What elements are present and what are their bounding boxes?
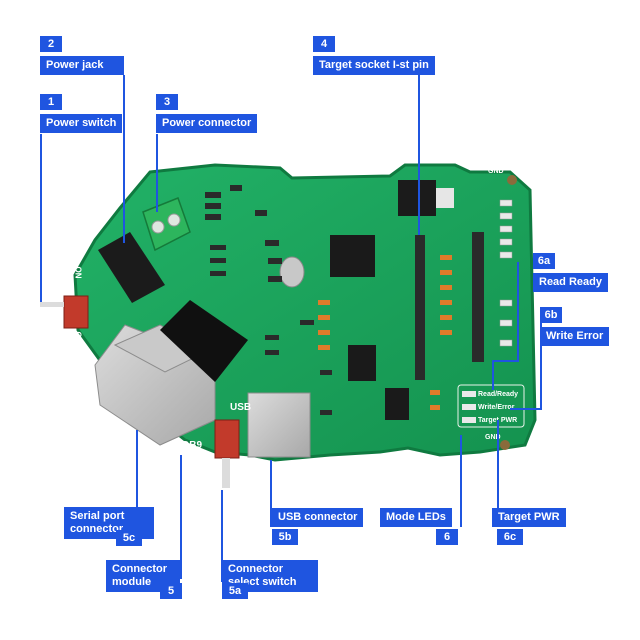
leader-6b-v xyxy=(540,318,542,410)
callout-2-number: 2 xyxy=(40,36,62,52)
mcu-chip xyxy=(330,235,375,277)
power-switch-body xyxy=(40,295,89,329)
db9-connector-body xyxy=(94,324,216,446)
led-column xyxy=(499,199,513,347)
mode-chip xyxy=(385,388,409,420)
target-socket-body xyxy=(398,180,484,380)
silk-off: OFF xyxy=(73,331,83,348)
leader-6a-v xyxy=(517,262,519,362)
callout-2-label: Power jack xyxy=(40,56,124,75)
leader-5c-v xyxy=(136,430,138,530)
leader-6a-drop xyxy=(492,360,494,390)
callout-5a-number: 5a xyxy=(222,583,248,599)
standoff-top xyxy=(507,175,517,185)
power-connector-terminal xyxy=(142,197,191,252)
leader-2-v xyxy=(123,75,125,243)
power-jack-body xyxy=(98,232,165,303)
leader-6-v xyxy=(460,435,462,527)
callout-3-label: Power connector xyxy=(156,114,258,133)
secondary-chip xyxy=(348,345,376,381)
orange-resistors xyxy=(318,255,452,410)
callout-6-number: 6 xyxy=(436,529,458,545)
leader-5a-v xyxy=(221,490,223,582)
callout-5b-label: USB connector xyxy=(272,508,364,527)
leader-4-v xyxy=(418,75,420,235)
leader-5-v xyxy=(180,455,182,579)
callout-5-label: Connector module xyxy=(106,560,180,592)
standoff-bottom xyxy=(500,440,510,450)
silk-on: ON xyxy=(73,266,83,279)
leader-6c-v xyxy=(497,420,499,526)
leader-1-h xyxy=(40,134,42,302)
silk-db9: DB9 xyxy=(182,440,203,451)
leader-5b-v xyxy=(270,460,272,527)
usb-connector-body xyxy=(247,392,311,458)
callout-4-number: 4 xyxy=(313,36,335,52)
crystal xyxy=(279,256,305,288)
callout-5c-number: 5c xyxy=(116,530,142,546)
callout-6-label: Mode LEDs xyxy=(380,508,452,527)
silk-write-error: Write/Error xyxy=(478,404,515,411)
callout-5-number: 5 xyxy=(160,583,182,599)
leader-3-v xyxy=(156,134,158,212)
callout-6c-label: Target PWR xyxy=(492,508,566,527)
large-black-ic xyxy=(160,300,248,382)
leader-6b-h xyxy=(510,408,542,410)
callout-6a-label: Read Ready xyxy=(533,273,608,292)
mode-led-box xyxy=(457,384,525,428)
callout-6b-number: 6b xyxy=(540,307,562,323)
smd-components xyxy=(205,185,332,415)
silk-gnd-bottom: GND xyxy=(485,434,501,441)
callout-6b-label: Write Error xyxy=(540,327,610,346)
callout-6a-number: 6a xyxy=(533,253,555,269)
connector-select-switch-body xyxy=(214,419,240,488)
callout-3-number: 3 xyxy=(156,94,178,110)
leader-6a-h xyxy=(492,360,519,362)
callout-6c-number: 6c xyxy=(497,529,523,545)
silk-usb: USB xyxy=(230,402,252,413)
callout-5b-number: 5b xyxy=(272,529,298,545)
callout-4-label: Target socket I-st pin xyxy=(313,56,435,75)
callout-1-label: Power switch xyxy=(40,114,123,133)
silk-read-ready: Read/Ready xyxy=(478,391,519,398)
silk-gnd-top: GND xyxy=(488,168,504,175)
callout-1-number: 1 xyxy=(40,94,62,110)
